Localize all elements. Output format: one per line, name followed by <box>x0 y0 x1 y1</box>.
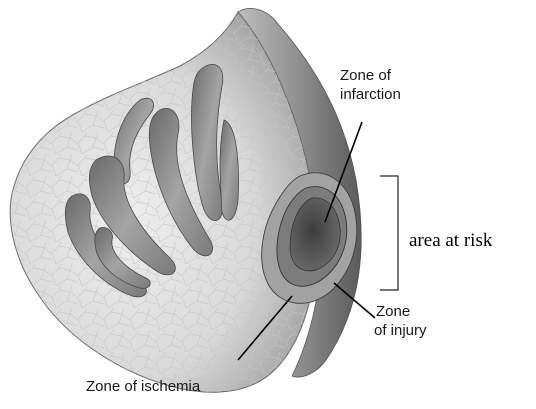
infarction-line1: Zone of <box>340 66 401 85</box>
injury-line1: Zone <box>374 302 427 321</box>
label-area-at-risk: area at risk <box>409 231 492 250</box>
label-zone-infarction: Zone of infarction <box>340 66 401 104</box>
area-at-risk-bracket <box>380 176 398 290</box>
injury-line2: of injury <box>374 321 427 340</box>
label-zone-ischemia: Zone of ischemia <box>86 377 200 396</box>
infarction-line2: infarction <box>340 85 401 104</box>
label-zone-injury: Zone of injury <box>374 302 427 340</box>
